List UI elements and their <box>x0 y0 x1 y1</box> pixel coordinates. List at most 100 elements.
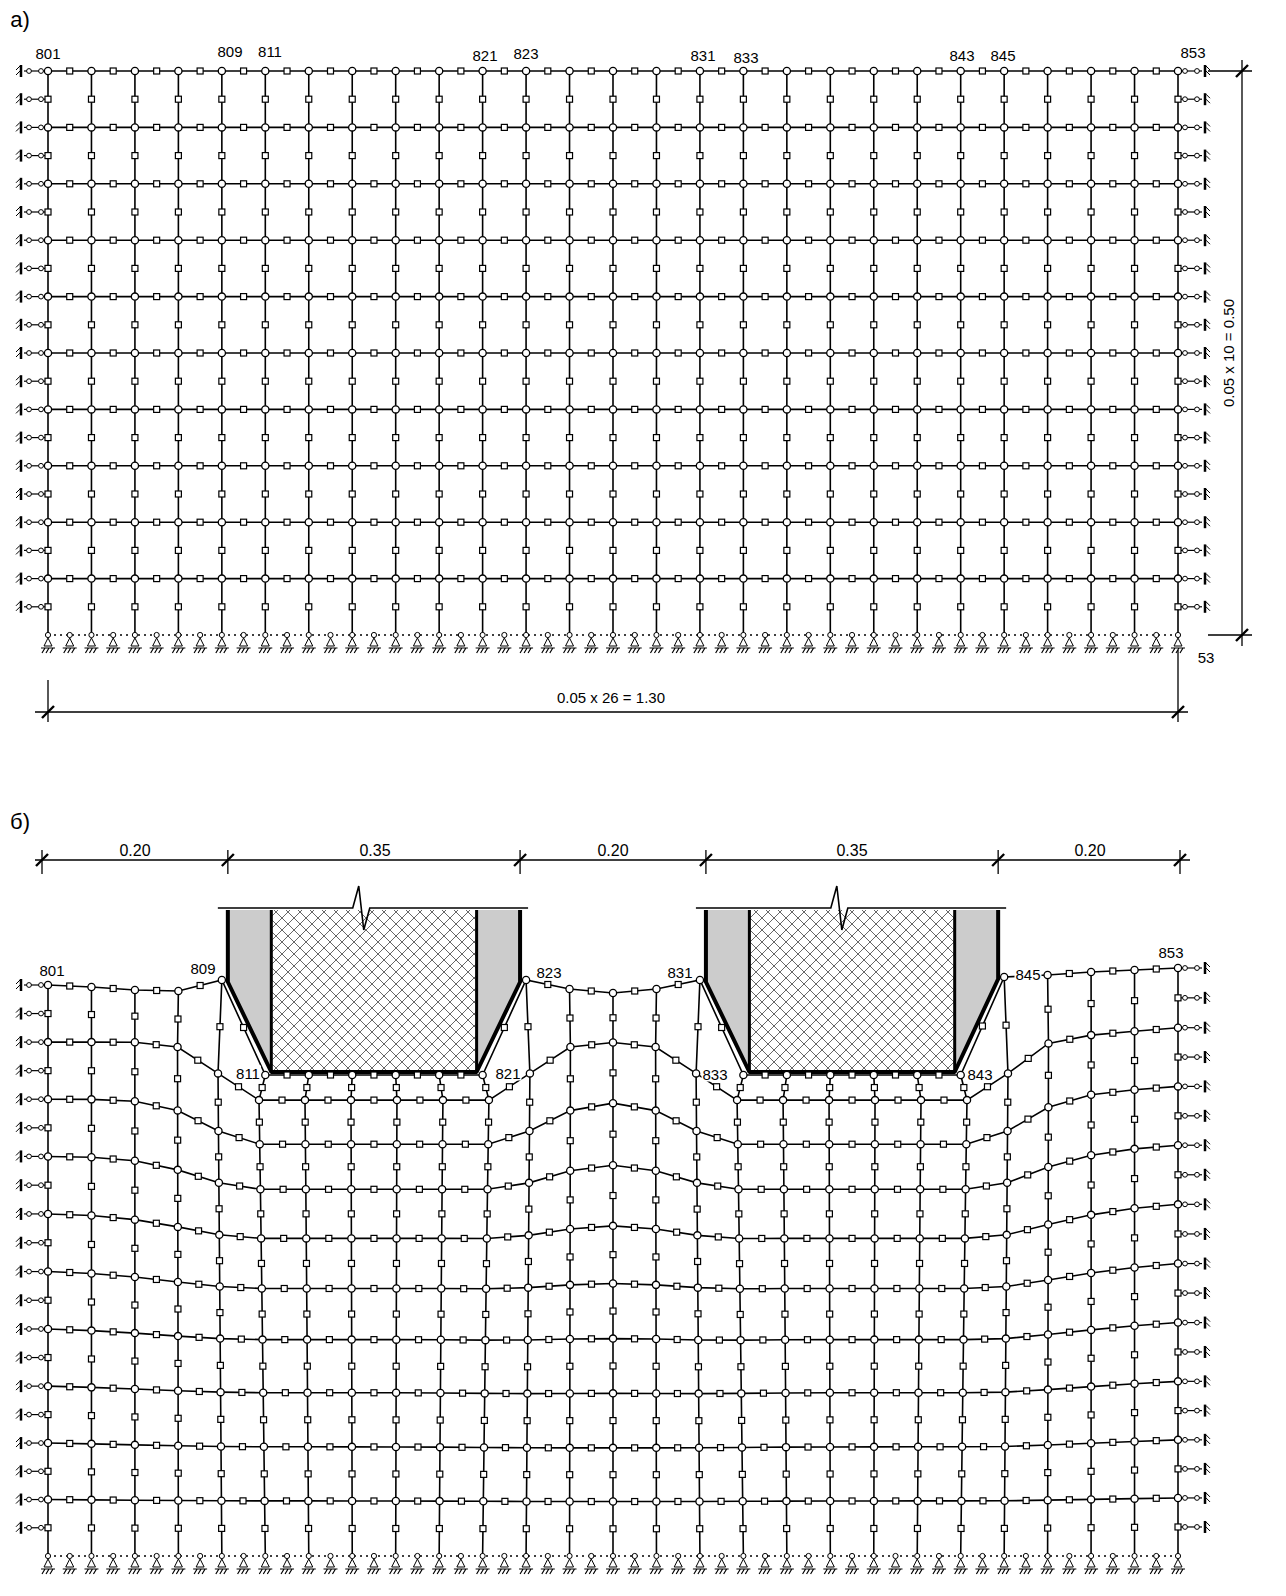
support-ground <box>20 601 23 613</box>
midside-node <box>88 1012 94 1018</box>
support-ground <box>20 206 23 218</box>
midside-node <box>154 294 160 300</box>
support-ground <box>20 1522 23 1534</box>
support-ground <box>823 1569 837 1574</box>
midside-node <box>414 237 420 243</box>
midside-node <box>239 1389 245 1395</box>
midside-node <box>1088 547 1094 553</box>
roller-support <box>27 604 32 609</box>
support-ground <box>975 1569 989 1574</box>
support-ground <box>16 433 20 442</box>
roller-support <box>1183 266 1188 271</box>
midside-node <box>849 1097 855 1103</box>
midside-node <box>132 604 138 610</box>
roller-support <box>1195 294 1200 299</box>
midside-node <box>238 1336 244 1342</box>
midside-node <box>1023 576 1029 582</box>
roller-support <box>39 1327 44 1332</box>
pin-support <box>1110 1553 1115 1558</box>
corner-node <box>1044 180 1051 187</box>
midside-node <box>827 604 833 610</box>
midside-node <box>1025 1172 1031 1178</box>
midside-node <box>545 350 551 356</box>
midside-node <box>67 1269 73 1275</box>
roller-support <box>27 983 32 988</box>
corner-node <box>957 349 964 356</box>
midside-node <box>784 209 790 215</box>
midside-node <box>414 350 420 356</box>
pin-support <box>1132 632 1137 637</box>
corner-node <box>44 293 51 300</box>
mesh-column <box>526 980 530 1556</box>
midside-node <box>219 265 225 271</box>
roller-support <box>1183 1202 1188 1207</box>
midside-node <box>806 124 812 130</box>
support-ground <box>867 648 881 653</box>
midside-node <box>462 1186 468 1192</box>
midside-node <box>760 1390 766 1396</box>
midside-node <box>826 1119 832 1125</box>
midside-node <box>806 576 812 582</box>
corner-node <box>262 237 269 244</box>
midside-node <box>153 1276 159 1282</box>
corner-node <box>479 406 486 413</box>
midside-node <box>697 604 703 610</box>
midside-node <box>762 519 768 525</box>
support-ground <box>584 648 598 653</box>
midside-node <box>1132 435 1138 441</box>
pin-support <box>458 632 463 637</box>
corner-node <box>349 67 356 74</box>
midside-node <box>1023 237 1029 243</box>
corner-node <box>1131 293 1138 300</box>
roller-support <box>39 97 44 102</box>
corner-node <box>696 462 703 469</box>
midside-node <box>132 547 138 553</box>
support-ground <box>1204 1434 1207 1446</box>
support-ground <box>1206 1522 1210 1531</box>
midside-node <box>480 153 486 159</box>
corner-node <box>1044 237 1051 244</box>
midside-node <box>67 1440 73 1446</box>
midside-node <box>110 986 116 992</box>
midside-node <box>1045 1134 1051 1140</box>
support-ground <box>1204 319 1207 331</box>
roller-support <box>1183 1350 1188 1355</box>
midside-node <box>262 604 268 610</box>
support-ground <box>1204 1463 1207 1475</box>
midside-node <box>1066 519 1072 525</box>
midside-node <box>1066 1385 1072 1391</box>
midside-node <box>262 378 268 384</box>
midside-node <box>762 350 768 356</box>
midside-node <box>461 1286 467 1292</box>
support-ground <box>454 1569 468 1574</box>
midside-node <box>240 1498 246 1504</box>
corner-node <box>653 462 660 469</box>
midside-node <box>589 1281 595 1287</box>
corner-node <box>914 406 921 413</box>
midside-node <box>871 153 877 159</box>
pin-support <box>196 638 204 646</box>
midside-node <box>88 322 94 328</box>
support-ground <box>845 648 859 653</box>
midside-node <box>197 519 203 525</box>
corner-node <box>740 124 747 131</box>
corner-node <box>957 293 964 300</box>
midside-node <box>803 1141 809 1147</box>
midside-node <box>740 378 746 384</box>
support-ground <box>41 648 55 653</box>
support-ground <box>1204 1346 1207 1358</box>
midside-node <box>936 68 942 74</box>
pin-support <box>697 1553 702 1558</box>
support-ground <box>1206 94 1210 103</box>
midside-node <box>849 181 855 187</box>
midside-node <box>284 350 290 356</box>
support-ground <box>1206 1435 1210 1444</box>
midside-node <box>501 350 507 356</box>
midside-node <box>1175 435 1181 441</box>
roller-support <box>1195 995 1200 1000</box>
support-ground <box>823 648 837 653</box>
midside-node <box>262 153 268 159</box>
midside-node <box>67 1384 73 1390</box>
midside-node <box>719 181 725 187</box>
pin-support <box>1109 638 1117 646</box>
